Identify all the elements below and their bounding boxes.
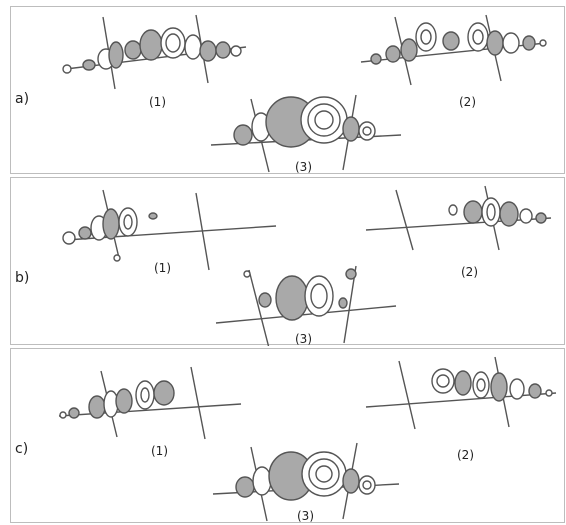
panel-c-drawing — [58, 356, 557, 522]
molecule-c3-label: (3) — [297, 509, 314, 523]
panel-b-label: b) — [15, 270, 30, 286]
molecule-b3-orbital — [215, 265, 397, 346]
molecule-a3-orbital — [210, 94, 402, 173]
molecule-c3-orbital — [212, 442, 400, 522]
panel-a-label: a) — [15, 91, 30, 107]
molecule-a1-label: (1) — [149, 95, 166, 109]
molecule-c1-label: (1) — [151, 444, 168, 458]
molecule-b1-label: (1) — [154, 261, 171, 275]
panel-c-label: c) — [15, 441, 29, 457]
molecule-c2-orbital — [365, 356, 557, 430]
molecule-b1-orbital — [62, 189, 277, 271]
molecule-c1-orbital — [58, 366, 242, 440]
panel-c: c) (1) (2) (3) — [10, 348, 565, 523]
molecule-c2-label: (2) — [457, 448, 474, 462]
molecule-a2-orbital — [360, 14, 547, 86]
molecule-a1-orbital — [62, 14, 247, 90]
molecule-a2-label: (2) — [459, 95, 476, 109]
panel-a: a) (1) (2) (3) — [10, 6, 565, 174]
molecule-b2-orbital — [365, 185, 552, 251]
panel-b-drawing — [62, 185, 552, 346]
molecule-b3-label: (3) — [295, 332, 312, 346]
panel-a-drawing — [62, 14, 547, 173]
molecule-b2-label: (2) — [461, 265, 478, 279]
molecule-a3-label: (3) — [295, 160, 312, 174]
panel-b: b) (1) (2) (3) — [10, 177, 565, 346]
